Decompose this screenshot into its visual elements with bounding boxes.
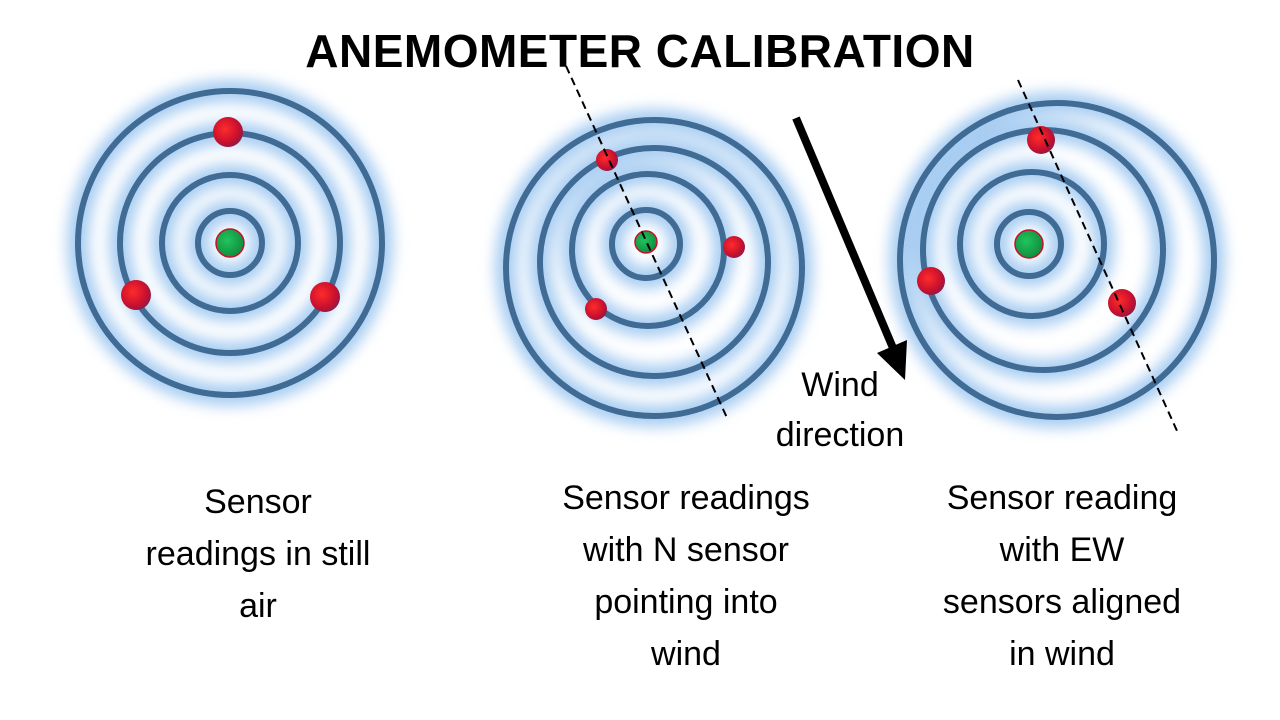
wind-direction-arrow (792, 116, 907, 380)
caption-line: Sensor (204, 483, 312, 521)
sensor-panel-n-into-wind (495, 65, 813, 427)
caption-line: with N sensor (583, 531, 789, 569)
caption-line: wind (651, 635, 721, 673)
caption-line: with EW (999, 531, 1125, 569)
wind-label-line: Wind (801, 366, 879, 404)
center-sensor (1014, 229, 1044, 259)
outer-ring (75, 88, 385, 398)
caption-still-air: Sensor readings in still air (108, 476, 408, 632)
caption-line: Sensor reading (946, 479, 1178, 517)
e-sensor (723, 236, 745, 258)
center-sensor (215, 228, 245, 258)
n-sensor (213, 117, 243, 147)
outer-ring (897, 100, 1217, 420)
e-sensor (1108, 289, 1136, 317)
e-sensor (310, 282, 340, 312)
caption-ew-aligned: Sensor reading with EW sensors aligned i… (912, 472, 1212, 680)
core-ring (994, 209, 1064, 279)
caption-line: air (239, 587, 277, 625)
sensor-panel-still-air (67, 80, 393, 406)
wind-direction-label: Wind direction (740, 360, 940, 460)
core-ring (609, 207, 683, 281)
center-sensor (634, 230, 658, 254)
n-sensor (596, 149, 618, 171)
wind-label-line: direction (775, 416, 905, 454)
inner-ring (159, 172, 301, 314)
caption-n-into-wind: Sensor readings with N sensor pointing i… (536, 472, 836, 680)
w-sensor (585, 298, 607, 320)
middle-ring (537, 145, 771, 379)
caption-line: Sensor readings (562, 479, 810, 517)
w-sensor (917, 267, 945, 295)
caption-line: readings in still (145, 535, 371, 573)
n-sensor (1027, 126, 1055, 154)
w-sensor (121, 280, 151, 310)
core-ring (195, 208, 265, 278)
sensor-panel-ew-aligned (889, 79, 1225, 434)
slide-title: ANEMOMETER CALIBRATION (305, 25, 975, 77)
caption-line: pointing into (594, 583, 778, 621)
caption-line: sensors aligned (942, 583, 1182, 621)
inner-ring (957, 169, 1107, 319)
caption-line: in wind (1009, 635, 1115, 673)
outer-ring (503, 117, 805, 419)
